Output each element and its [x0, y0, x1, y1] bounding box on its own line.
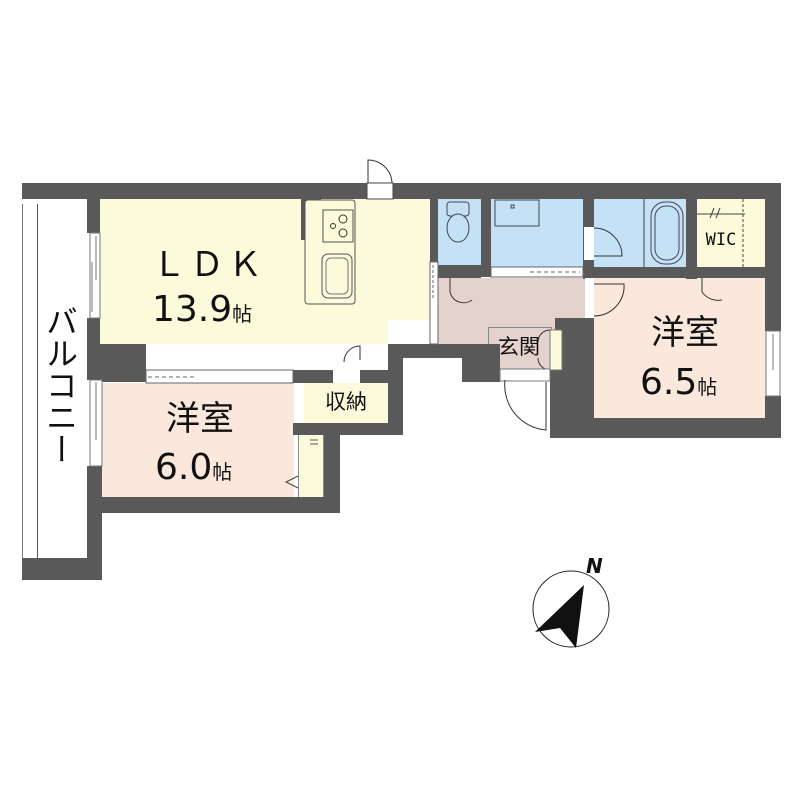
wall-right — [765, 183, 781, 331]
entrance-name: 玄関 — [498, 335, 540, 359]
ldk-size: 13.9帖 — [152, 292, 252, 328]
balcony — [22, 204, 88, 558]
western-room-2-size-unit: 帖 — [697, 375, 718, 399]
wall-storage-right — [388, 344, 403, 434]
wic-name: WIC — [705, 230, 737, 250]
ldk-size-value: 13.9 — [152, 289, 233, 330]
storage-room — [304, 383, 388, 423]
western-room-1-size-unit: 帖 — [212, 460, 233, 484]
western-room-1 — [102, 383, 294, 497]
storage-name: 収納 — [325, 390, 367, 414]
wall-ldk-bottom — [100, 344, 146, 382]
ldk-room — [100, 198, 430, 320]
wall-top-right — [393, 183, 781, 199]
wall-entry-right — [550, 360, 562, 438]
western-room-2-name: 洋室 — [651, 313, 719, 353]
wall-left-lower — [87, 466, 102, 580]
ldk-size-unit: 帖 — [232, 302, 253, 326]
wall-room1-right — [324, 423, 340, 513]
wall-entry-notch — [462, 344, 500, 382]
balcony-rail — [37, 204, 38, 558]
wall-storage-bottom — [293, 423, 403, 435]
wall-bath-bottom — [594, 267, 765, 278]
wall-toilet-right — [481, 199, 491, 277]
western-room-1-size: 6.0帖 — [155, 450, 232, 486]
wall-room1-bottom — [100, 497, 340, 513]
western-room-1-name: 洋室 — [166, 399, 234, 439]
wall-left-mid — [87, 318, 100, 380]
wall-top-left — [22, 183, 367, 199]
wall-ldk-right — [430, 198, 438, 288]
wall-bath-wic — [686, 199, 697, 279]
ldk-room-lower — [100, 318, 388, 344]
western-room-2-size-value: 6.5 — [640, 362, 698, 403]
wic-room — [697, 199, 765, 267]
wall-wet-bottom — [437, 265, 481, 278]
western-room-1-size-value: 6.0 — [155, 447, 213, 488]
ldk-name: ＬＤＫ — [152, 245, 266, 285]
wall-left-upper — [87, 183, 100, 233]
wall-room2-bottom — [555, 418, 781, 438]
compass-north-label: N — [586, 554, 603, 578]
western-room-2-size: 6.5帖 — [640, 365, 717, 401]
western-room-2 — [594, 278, 766, 418]
closet — [298, 434, 324, 498]
wall-balcony-bottom — [22, 558, 102, 580]
balcony-name: バルコニー — [41, 305, 79, 465]
